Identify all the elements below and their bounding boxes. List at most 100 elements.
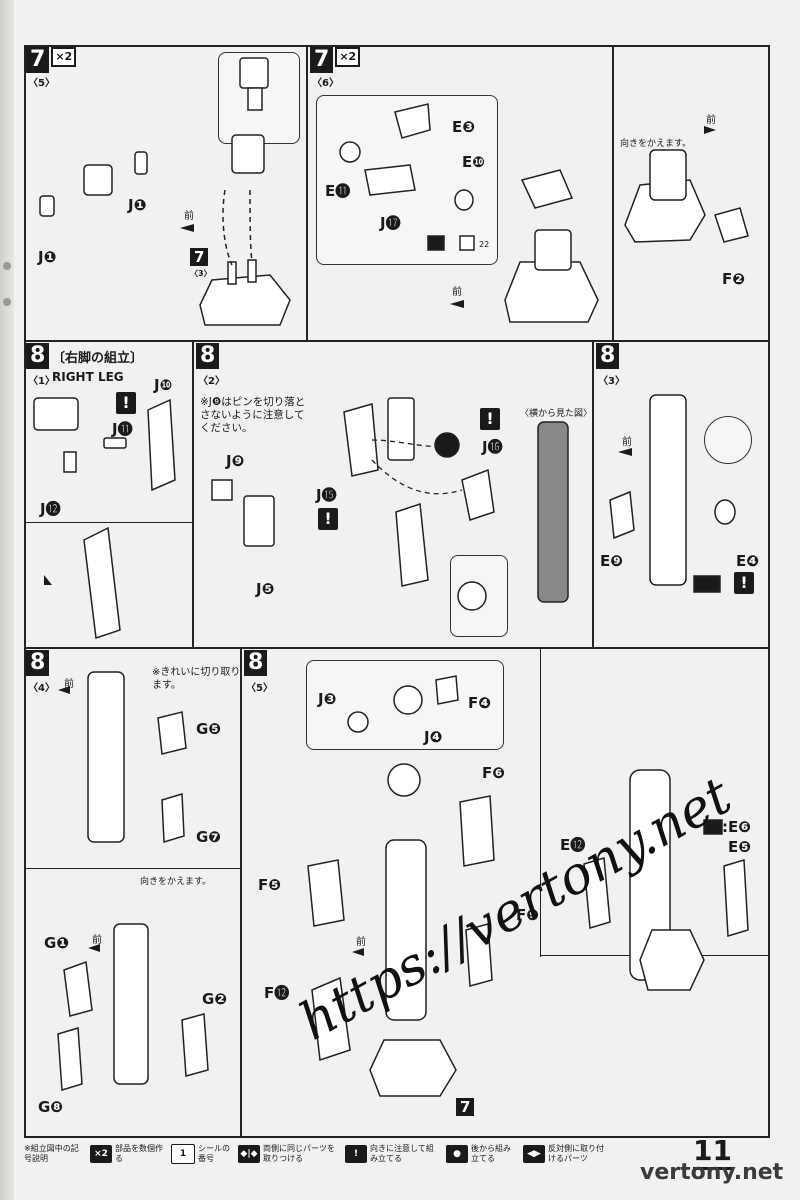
part-e9: [609, 490, 635, 540]
part-label-g2: G❷: [202, 990, 228, 1008]
detail-box: [33, 397, 79, 431]
leg-assembly: [83, 526, 121, 640]
part-f2: [714, 207, 749, 243]
part-label-e5: E❺: [728, 838, 751, 856]
turn-note: 向きをかえます。: [620, 139, 692, 149]
caution-icon: !: [116, 392, 136, 414]
direction-front: 前: [622, 437, 632, 448]
part-label-f12: F⓬: [264, 984, 290, 1002]
legend-icon: ◀▶: [523, 1145, 545, 1163]
row-divider: [24, 647, 770, 649]
legend-text: 向きに注意して組み立てる: [370, 1144, 434, 1163]
col-divider: [306, 45, 308, 340]
base-part: [199, 274, 291, 326]
detail-part: [457, 581, 487, 611]
opposite-side-icon: [703, 819, 723, 835]
part-e10: [454, 189, 474, 211]
step-header: 8: [26, 343, 50, 369]
section-title: 〔右脚の組立〕: [52, 351, 144, 366]
part-label-g7: G❼: [196, 828, 222, 846]
substep-label: 〈2〉: [198, 376, 225, 387]
legend-item: ! 向きに注意して組み立てる: [345, 1144, 440, 1164]
legend-item: ◆|◆ 両側に同じパーツを取りつける: [238, 1144, 339, 1164]
row-divider: [24, 340, 770, 342]
multiplier-badge: ×2: [335, 47, 361, 67]
part-j10: [147, 398, 176, 492]
leg-assembly-2: [113, 923, 149, 1085]
step-number: 8: [26, 650, 50, 676]
caution-icon: !: [480, 408, 500, 430]
part-label-j11: J⓫: [112, 420, 133, 438]
thigh-part: [387, 397, 415, 461]
peg: [247, 259, 257, 283]
leg-block: [649, 149, 687, 201]
part-label-g1: G❶: [44, 934, 70, 952]
legend-icon: ◆|◆: [238, 1145, 260, 1163]
part-e4: [714, 499, 736, 525]
part-label-j15: J⓯: [316, 486, 337, 504]
part-e3: [394, 103, 431, 139]
direction-front: 前: [356, 937, 366, 948]
side-view-part: [537, 421, 569, 603]
turn-note: 向きをかえます。: [140, 877, 212, 887]
step-header: 8: [26, 650, 50, 676]
part-e5: [723, 859, 749, 937]
col-divider: [540, 647, 541, 957]
caution-icon: !: [318, 508, 338, 530]
legend-heading: ※組立図中の記号説明: [24, 1144, 79, 1163]
part-g7: [161, 793, 185, 843]
part-f5: [307, 859, 345, 927]
legend-text: 反対側に取り付けるパーツ: [548, 1144, 604, 1163]
part-label-f5: F❺: [258, 876, 281, 894]
part-j1: [134, 151, 148, 175]
part-label-f2: F❷: [722, 270, 745, 288]
multiplier-badge: ×2: [51, 47, 77, 67]
legend-icon: !: [345, 1145, 367, 1163]
leg-assembly: [87, 671, 125, 843]
part-label-e3: E❸: [452, 118, 475, 136]
symbol-legend: ※組立図中の記号説明 ×2 部品を数個作る 1 シールの番号 ◆|◆ 両側に同じ…: [24, 1138, 704, 1170]
col-divider: [592, 340, 594, 647]
legend-item: ×2 部品を数個作る: [90, 1144, 165, 1164]
step-number: 8: [196, 343, 220, 369]
col-divider: [240, 647, 242, 1138]
legend-text: 部品を数個作る: [115, 1144, 163, 1163]
direction-front: 前: [452, 287, 462, 298]
instruction-frame: [24, 45, 770, 1138]
step-number: 8: [26, 343, 50, 369]
step-number: 8: [244, 650, 268, 676]
pin-warning-note: ※J❾はピンを切り落とさないように注意してください。: [200, 396, 306, 434]
shin-part: [395, 502, 429, 587]
direction-front: 前: [92, 935, 102, 946]
section-subtitle: RIGHT LEG: [52, 370, 124, 384]
legend-item: ◀▶ 反対側に取り付けるパーツ: [523, 1144, 610, 1164]
leg-assembly: [649, 394, 687, 586]
step-header: 8: [196, 343, 220, 369]
col-divider: [192, 340, 194, 647]
part-label-j5: J❺: [256, 580, 275, 598]
part-label-e10: E❿: [462, 153, 485, 171]
ref-step-number: 7: [190, 248, 209, 266]
mark-icon: [427, 235, 445, 251]
leg-base: [504, 261, 599, 323]
legend-item: 1 シールの番号: [171, 1144, 232, 1164]
direction-front: 前: [64, 679, 74, 690]
part-label-j3: J❸: [318, 690, 337, 708]
page-number: 11: [693, 1134, 732, 1170]
part-label-f6: F❻: [482, 764, 505, 782]
part-j12: [63, 451, 77, 473]
legend-text: 両側に同じパーツを取りつける: [263, 1144, 335, 1163]
part-label-j17: J⓱: [380, 214, 401, 232]
step-header: 8: [596, 343, 620, 369]
part-label-j9: J❾: [226, 452, 245, 470]
detail-bubble: [704, 416, 752, 464]
part-label-e9: E❾: [600, 552, 623, 570]
completed-base: [639, 929, 705, 991]
